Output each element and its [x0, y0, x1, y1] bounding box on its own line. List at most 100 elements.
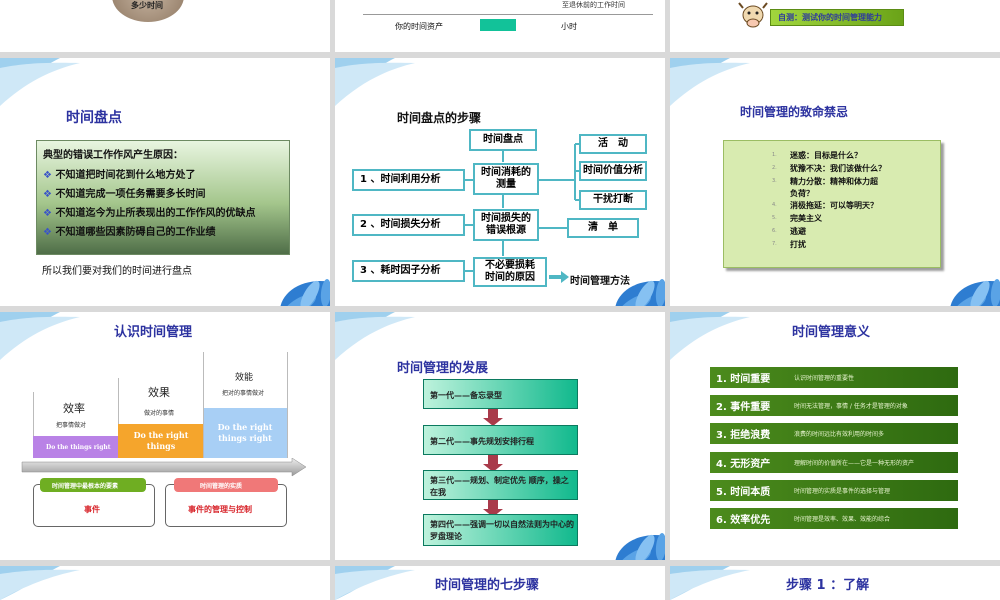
taboo-item: 犹豫不决：我们该做什么？ [790, 164, 886, 173]
wave-decoration [335, 312, 415, 360]
core-element-tag-label: 时间管理中最根本的要素 [52, 483, 119, 490]
step-right-4: 清 单 [567, 218, 639, 238]
effect-bar [118, 424, 203, 458]
time-asset-value [480, 19, 516, 31]
wave-decoration [0, 312, 80, 360]
efficiency-en: Do the things right [46, 444, 111, 451]
taboo-number: 1. [772, 152, 777, 158]
slide-title: 时间管理的发展 [397, 361, 489, 376]
cause-item: ❖ 不知道把时间花到什么地方处了 [43, 170, 196, 181]
slide-top-left: 多少时间 [0, 0, 330, 52]
step-mid-1: 时间消耗的测量 [473, 163, 539, 195]
grid-separator [330, 0, 335, 600]
taboo-number: 6. [772, 228, 777, 234]
effect-en: Do the right things [133, 430, 189, 451]
essence-value: 事件的管理与控制 [188, 505, 252, 514]
time-badge-label: 多少时间 [131, 1, 163, 10]
slide-time-inventory: 时间盘点 典型的错误工作作风产生原因： ❖ 不知道把时间花到什么地方处了 ❖ 不… [0, 58, 330, 306]
meaning-row: 1. 时间重要认识时间管理的重要性 [710, 367, 958, 388]
step-right-3: 干扰打断 [579, 190, 647, 210]
slide-inventory-steps: 时间盘点的步骤 时间盘点 1 、时间利用分析 2 、时间损失分析 3 、耗时因子… [335, 58, 665, 306]
grid-separator [0, 306, 1000, 312]
flower-decoration [950, 279, 1000, 306]
step-right-2: 时间价值分析 [579, 161, 647, 181]
step-left-1: 1 、时间利用分析 [352, 169, 465, 191]
selftest-button[interactable] [770, 9, 904, 26]
efficiency-sub: 把事情做对 [56, 422, 87, 429]
wave-decoration [670, 312, 750, 360]
work-time-label: 至退休前的工作时间 [562, 1, 625, 9]
taboo-number: 5. [772, 215, 777, 221]
cow-mascot-icon [738, 2, 768, 28]
time-asset-label: 你的时间资产 [395, 22, 443, 31]
efficiency-column [33, 392, 118, 458]
effectiveness-title: 效能 [235, 373, 254, 383]
causes-box [36, 140, 290, 255]
causes-title: 典型的错误工作作风产生原因： [43, 150, 183, 161]
taboo-number: 3. [772, 178, 777, 184]
slide-title: 时间盘点 [66, 110, 122, 126]
meaning-row: 2. 事件重要时间无法管理，事情 / 任务才是管理的对象 [710, 395, 958, 416]
efficiency-bar [33, 436, 118, 458]
wave-decoration [0, 58, 80, 106]
effectiveness-bar [204, 408, 287, 458]
generation-2: 第二代——事先规划安排行程 [423, 425, 578, 455]
taboo-number: 4. [772, 202, 777, 208]
time-badge [112, 0, 184, 22]
effectiveness-column [203, 352, 288, 458]
generation-arrows [483, 409, 503, 517]
work-line [363, 14, 653, 15]
taboo-item: 精力分散：精神和体力超负荷？ [790, 177, 878, 198]
taboo-item: 消极拖延：可以等明天？ [790, 201, 878, 210]
slide-top-middle: 至退休前的工作时间 你的时间资产 小时 [335, 0, 665, 52]
step-mid-3: 不必要损耗时间的原因 [473, 257, 547, 287]
step-top-box: 时间盘点 [469, 129, 537, 151]
step-left-3: 3 、耗时因子分析 [352, 260, 465, 282]
core-element-value: 事件 [84, 505, 100, 514]
inventory-footer: 所以我们要对我们的时间进行盘点 [42, 266, 192, 277]
step-right-1: 活 动 [579, 134, 647, 154]
generation-3: 第三代——规划、制定优先 顺序，操之在我 [423, 470, 578, 500]
flower-decoration [615, 279, 665, 306]
diamond-bullet-icon: ❖ [43, 170, 56, 181]
meaning-row: 5. 时间本质时间管理的实质是事件的选择与管理 [710, 480, 958, 501]
wave-decoration [670, 566, 750, 600]
flower-decoration [280, 279, 330, 306]
slide-seven-steps: 时间管理的七步骤 [335, 566, 665, 600]
taboos-box [723, 140, 941, 268]
essence-tag [174, 478, 278, 492]
taboo-item: 完美主义 [790, 214, 822, 223]
efficiency-title: 效率 [63, 402, 85, 415]
meaning-row: 4. 无形资产理解时间的价值所在——它是一种无形的资产 [710, 452, 958, 473]
effectiveness-en: Do the right things right [217, 422, 273, 443]
essence-tag-label: 时间管理的实质 [200, 483, 243, 490]
wave-decoration [0, 566, 80, 600]
taboo-item: 打扰 [790, 240, 806, 249]
slide-title: 认识时间管理 [114, 325, 193, 340]
slide-title: 时间管理的七步骤 [435, 578, 540, 593]
step-method: 时间管理方法 [570, 276, 630, 287]
steps-connectors [465, 143, 579, 283]
step-mid-2: 时间损失的错误根源 [473, 209, 539, 241]
selftest-label: 自测：测试你的时间管理能力 [778, 13, 882, 22]
slide-title: 时间盘点的步骤 [397, 111, 482, 125]
effect-title: 效果 [148, 386, 170, 399]
slide-title: 时间管理意义 [792, 325, 871, 340]
slide-step-one: 步骤 1 ：了解 [670, 566, 1000, 600]
wave-decoration [670, 58, 750, 106]
slide-bottom-left [0, 566, 330, 600]
meaning-row: 6. 效率优先时间管理是效率、效果、效能的综合 [710, 508, 958, 529]
grid-separator [665, 0, 670, 600]
slide-meaning: 时间管理意义 1. 时间重要认识时间管理的重要性 2. 事件重要时间无法管理，事… [670, 312, 1000, 560]
progress-arrow-icon [21, 458, 307, 477]
taboo-item: 逃避 [790, 227, 806, 236]
generation-1: 第一代——备忘录型 [423, 379, 578, 409]
slide-know-time-mgmt: 认识时间管理 效率 把事情做对 Do the things right 效果 做… [0, 312, 330, 560]
meaning-row: 3. 拒绝浪费浪费的时间远比有效利用的时间多 [710, 423, 958, 444]
cause-item: ❖ 不知道完成一项任务需要多长时间 [43, 189, 206, 200]
wave-decoration [335, 58, 415, 106]
step-left-2: 2 、时间损失分析 [352, 214, 465, 236]
flower-decoration [615, 533, 665, 560]
taboo-number: 7. [772, 241, 777, 247]
cause-item: ❖ 不知道哪些因素防碍自己的工作业绩 [43, 227, 216, 238]
